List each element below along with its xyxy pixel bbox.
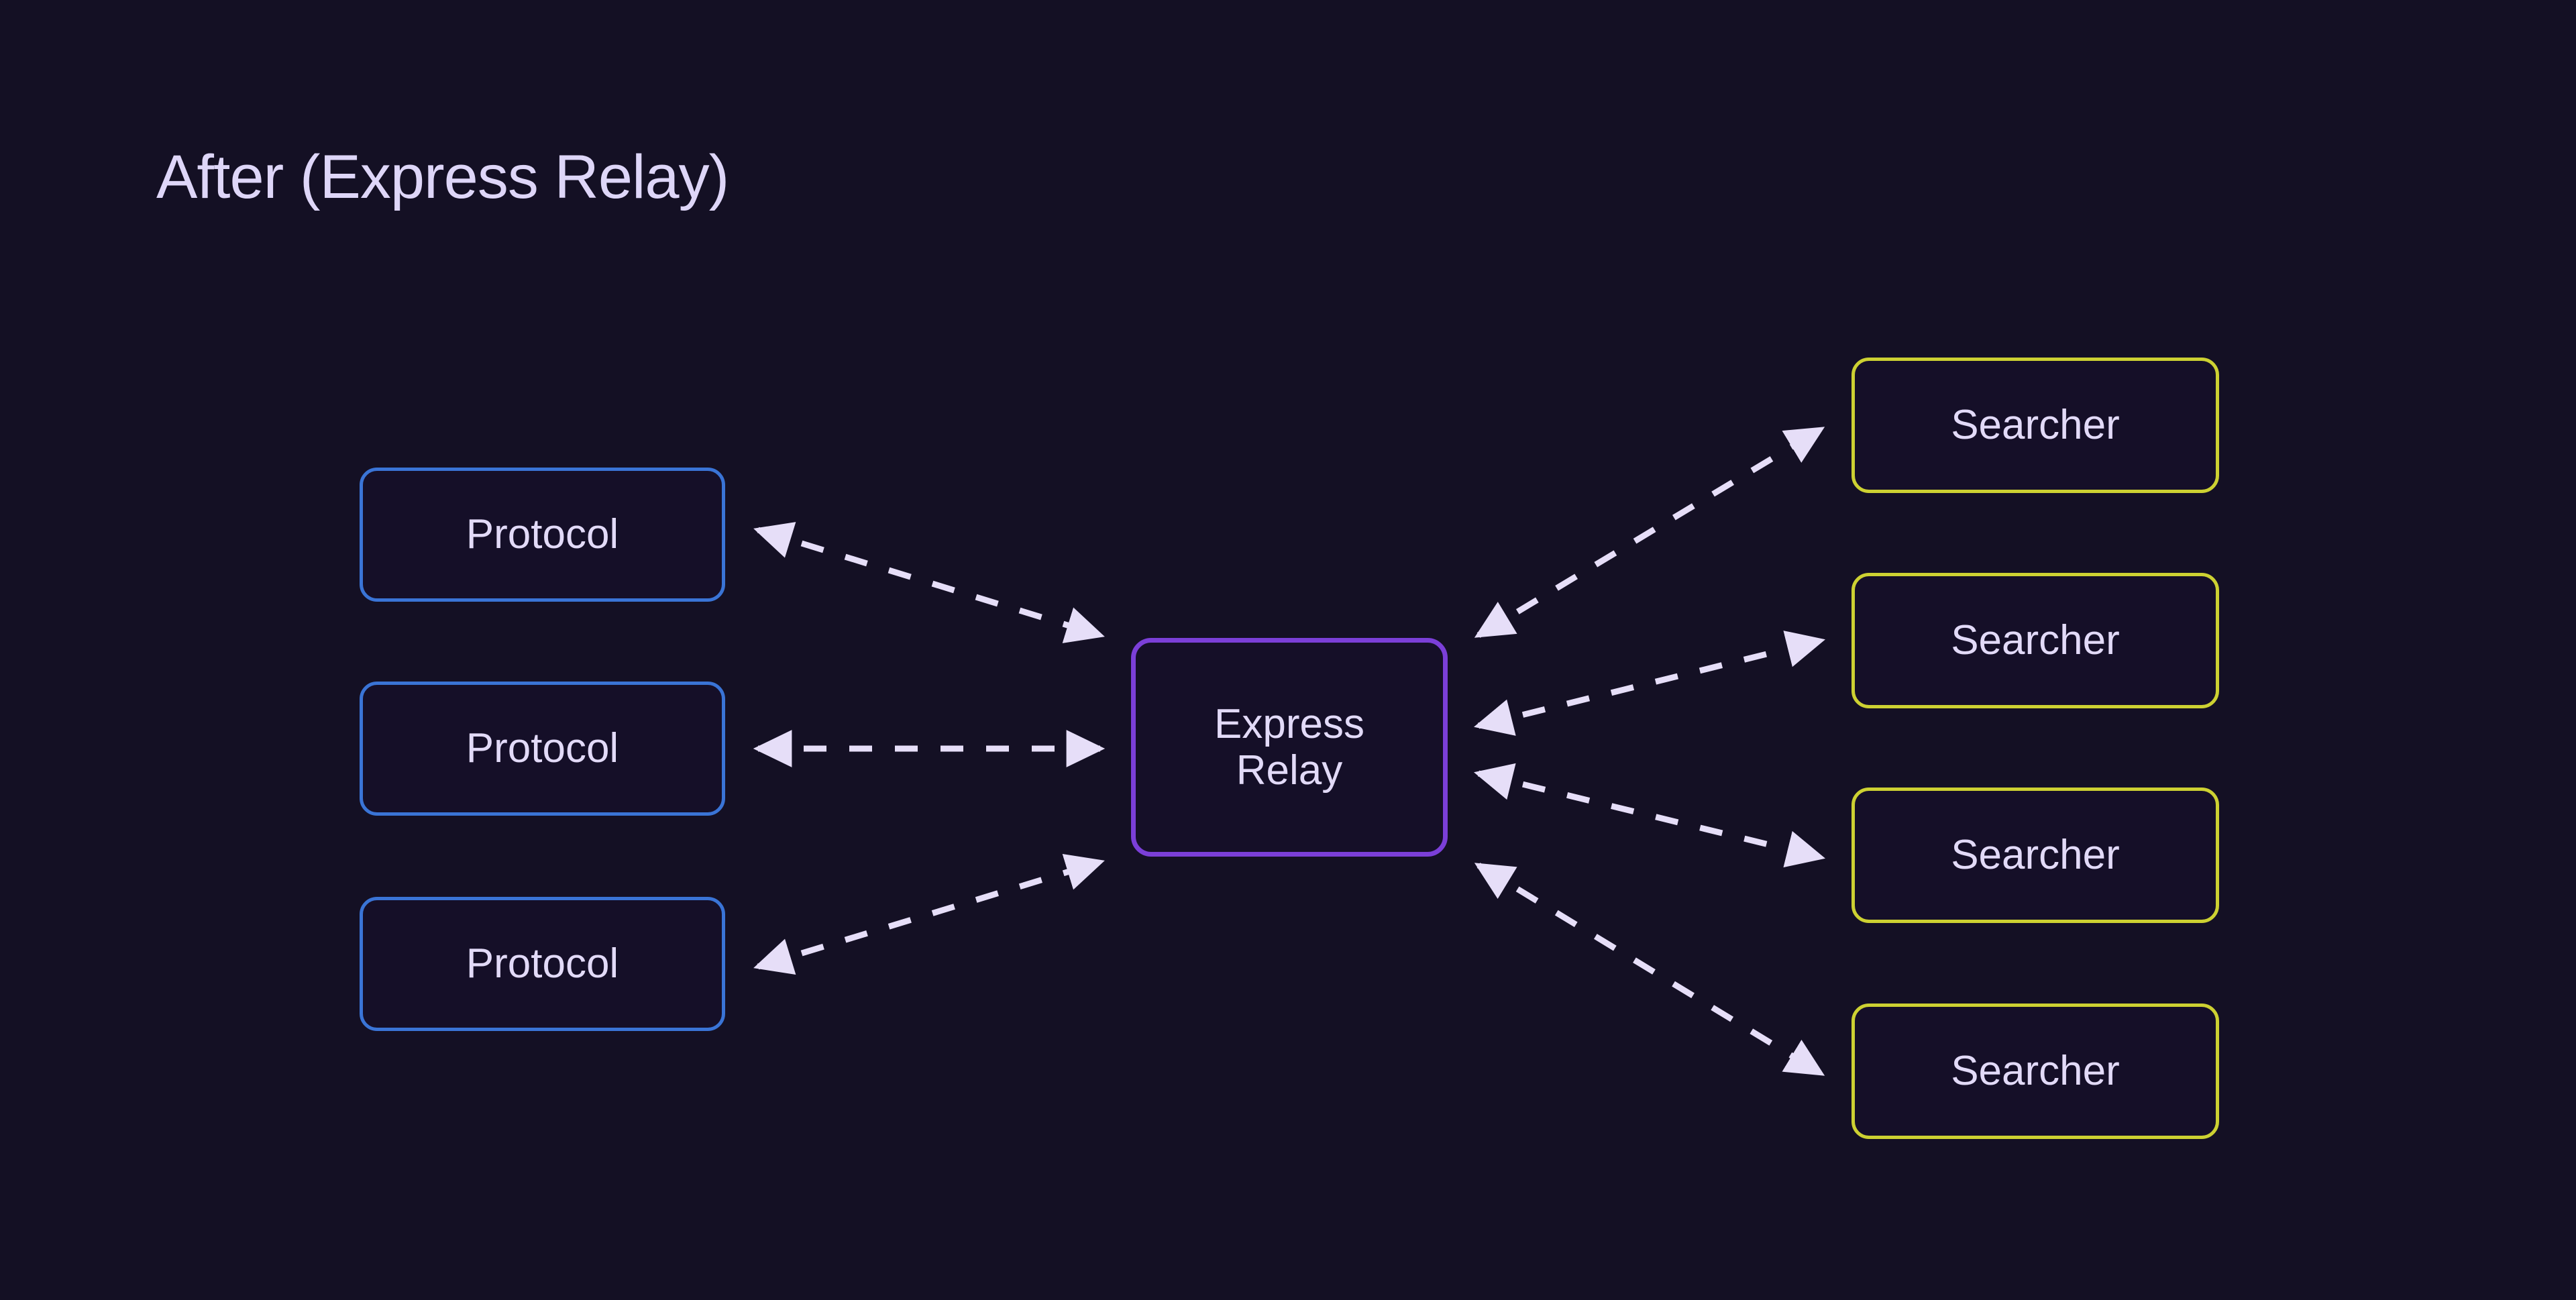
node-label: Searcher [1951, 832, 2120, 879]
node-express-relay[interactable]: Express Relay [1131, 638, 1448, 857]
node-label: Protocol [466, 511, 619, 558]
node-searcher-3[interactable]: Searcher [1851, 788, 2219, 923]
edge-hub-to-searcher-2 [1474, 631, 1825, 736]
node-searcher-1[interactable]: Searcher [1851, 358, 2219, 493]
edge-protocol-3-to-hub [753, 854, 1105, 975]
node-label: Protocol [466, 940, 619, 987]
node-protocol-2[interactable]: Protocol [360, 682, 725, 816]
node-label: Searcher [1951, 617, 2120, 664]
node-searcher-4[interactable]: Searcher [1851, 1004, 2219, 1139]
edge-hub-to-searcher-4 [1474, 863, 1825, 1076]
node-label-line-1: Express [1214, 700, 1364, 747]
node-label-stacked: Express Relay [1214, 701, 1364, 794]
node-label-line-2: Relay [1236, 747, 1343, 794]
node-label: Protocol [466, 725, 619, 772]
edge-hub-to-searcher-1 [1474, 427, 1825, 638]
page-title: After (Express Relay) [156, 143, 729, 211]
node-label: Searcher [1951, 402, 2120, 449]
edge-hub-to-searcher-3 [1474, 763, 1825, 868]
node-label: Searcher [1951, 1048, 2120, 1095]
node-protocol-3[interactable]: Protocol [360, 897, 725, 1031]
edge-protocol-1-to-hub [753, 522, 1105, 643]
node-searcher-2[interactable]: Searcher [1851, 573, 2219, 708]
node-protocol-1[interactable]: Protocol [360, 468, 725, 602]
